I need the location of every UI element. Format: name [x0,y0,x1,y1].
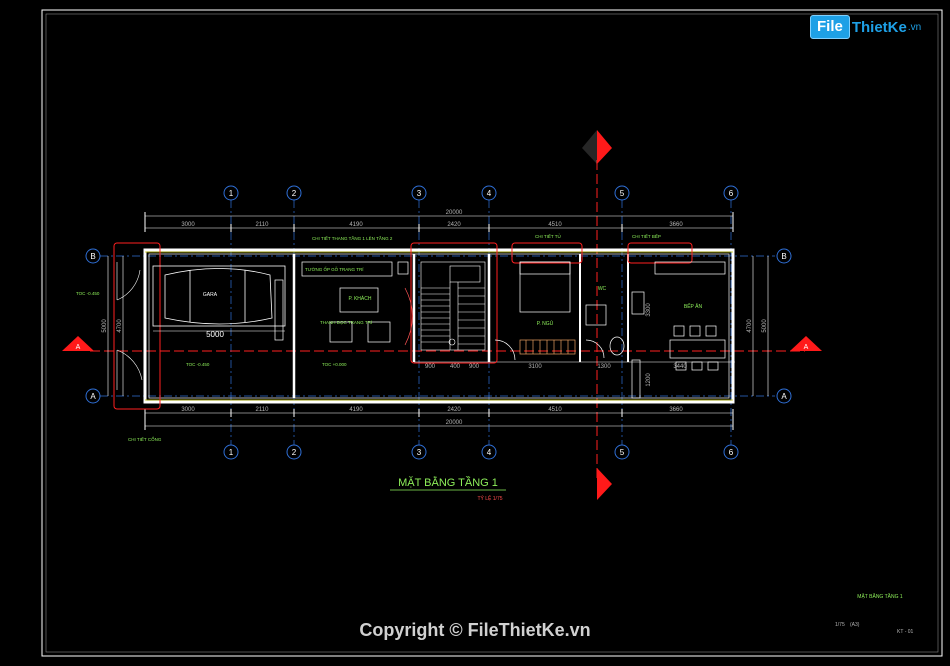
grid-label-2-bottom: 2 [292,448,297,457]
dim-bottom-5: 4510 [548,407,562,413]
dim-right-outer: 5000 [762,319,768,333]
note-bedroom-detail: CHI TIẾT TỦ [535,233,561,239]
section-mark-left: A [76,344,81,351]
dimension-lines [107,215,769,427]
drawing-scale: TỶ LỆ 1/75 [477,494,502,502]
dim-overall-top: 20000 [446,210,463,216]
room-kitchen: BẾP ĂN [684,303,703,310]
dim-top-6: 3660 [669,222,683,228]
dim-bottom-6: 3660 [669,407,683,413]
dim-inner-6: 3440 [673,364,687,370]
dim-top-3: 4190 [349,222,363,228]
sheet-border [41,9,943,657]
dim-inner-1: 900 [425,364,436,370]
room-wc: WC [598,286,607,292]
dim-bottom-1: 3000 [181,407,195,413]
grid-bubbles-rows [85,248,792,404]
dim-left-inner: 4700 [117,319,123,333]
grid-label-1-bottom: 1 [229,448,234,457]
dim-top-5: 4510 [548,222,562,228]
dim-overall-bottom: 20000 [446,420,463,426]
logo-file: File [810,15,850,39]
titleblock-name: MẶT BẰNG TẦNG 1 [857,592,903,600]
living-furniture [274,261,413,346]
grid-label-6-bottom: 6 [729,448,734,457]
grid-axes [100,200,775,445]
grid-bubbles-bottom [223,444,739,460]
grid-label-6-top: 6 [729,189,734,198]
dim-top-4: 2420 [447,222,461,228]
grid-label-a-right: A [781,392,787,401]
note-gate-detail: CHI TIẾT CỔNG [128,436,162,442]
stairs [420,261,486,351]
grid-label-b-left: B [90,252,95,261]
grid-label-5-bottom: 5 [620,448,625,457]
gara-car [152,265,286,327]
section-markers [62,130,822,500]
copyright-watermark: Copyright © FileThietKe.vn [359,620,591,640]
grid-label-3-top: 3 [417,189,422,198]
grid-bubbles-top [223,185,739,201]
filethietke-logo: File ThietKe .vn [810,14,921,40]
dim-bottom-4: 2420 [447,407,461,413]
room-living: P. KHÁCH [349,295,372,302]
logo-ext: .vn [907,21,922,33]
grid-label-2-top: 2 [292,189,297,198]
dim-top-2: 2110 [256,222,270,228]
note-stairs-detail: CHI TIẾT THANG TẦNG 1 LÊN TẦNG 2 [312,234,393,241]
section-mark-right: A [804,344,809,351]
note-tv-wall: TƯỜNG ỐP GỖ TRANG TRÍ [305,266,364,272]
dim-kitchen-1: 3300 [646,303,652,317]
bedroom-furniture [494,261,576,361]
grid-label-b-right: B [781,252,786,261]
grid-label-a-left: A [90,392,96,401]
room-bedroom: P. NGỦ [537,320,554,327]
note-kitchen-detail: CHI TIẾT BẾP [632,233,661,239]
drawing-title: MẶT BẰNG TẦNG 1 [398,476,498,489]
level-front: TOC -0.450 [76,291,100,296]
dim-right-inner: 4700 [747,319,753,333]
walls [143,248,735,404]
titleblock-scale: 1/75 [835,622,845,628]
dim-bottom-3: 4190 [349,407,363,413]
dimension-ticks [144,212,734,430]
titleblock-paper: (A3) [850,622,860,628]
titleblock-sheet: KT - 01 [897,629,914,635]
grid-label-1-top: 1 [229,189,234,198]
inner-border [45,13,939,653]
dim-bottom-2: 2110 [256,407,270,413]
dim-inner-5: 1300 [597,364,611,370]
detail-callouts [113,242,693,410]
gate-doors [116,262,143,390]
wall-hatch [145,251,733,401]
level-living: TOC +0.000 [322,362,347,367]
dim-top-1: 3000 [181,222,195,228]
note-wall-detail: THANH DỌC TRANG TRÍ [320,319,373,325]
logo-thietke: ThietKe [851,18,907,36]
grid-label-4-bottom: 4 [487,448,492,457]
dim-left-outer: 5000 [102,319,108,333]
dim-inner-3: 900 [469,364,480,370]
wc-fixtures [585,291,645,359]
grid-label-3-bottom: 3 [417,448,422,457]
dim-gara: 5000 [206,330,224,339]
section-lines [90,160,805,478]
grid-label-5-top: 5 [620,189,625,198]
dim-inner-4: 3100 [528,364,542,370]
grid-label-4-top: 4 [487,189,492,198]
dim-kitchen-2: 1200 [646,373,652,387]
level-gara: TOC -0.450 [186,362,210,367]
room-gara: GARA [203,292,218,298]
dim-inner-2: 400 [450,364,461,370]
kitchen-furniture [631,261,726,399]
